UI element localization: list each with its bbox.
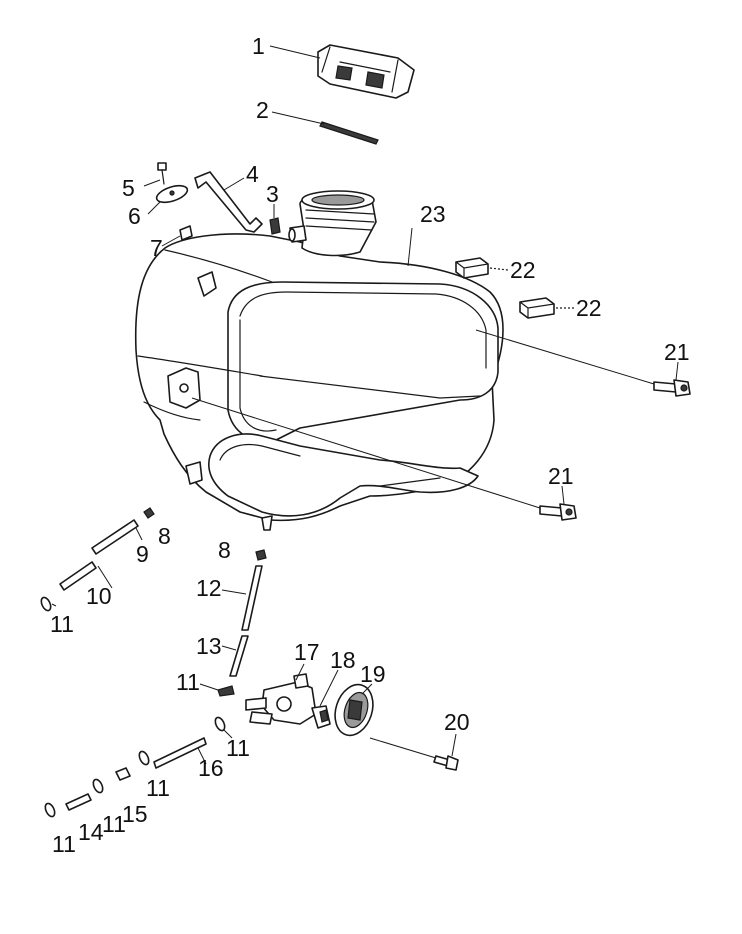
callout-6: 6 <box>128 203 141 229</box>
callout-15: 15 <box>122 801 148 827</box>
callout-11-a: 11 <box>50 611 74 637</box>
callout-19: 19 <box>360 661 386 687</box>
callout-7: 7 <box>150 235 163 261</box>
part-21-bolt-lower <box>539 503 577 521</box>
callout-1: 1 <box>252 33 265 59</box>
part-16-tube <box>153 737 207 769</box>
part-18-o-ring <box>311 705 331 729</box>
part-3-clip <box>269 217 281 235</box>
callout-13: 13 <box>196 633 222 659</box>
callout-18: 18 <box>330 647 356 673</box>
leader-lines <box>51 45 679 765</box>
callout-17: 17 <box>294 639 320 665</box>
part-4-breather-tube <box>194 171 263 233</box>
part-23-fuel-tank <box>134 190 504 531</box>
callout-3: 3 <box>266 181 279 207</box>
callout-11-b: 11 <box>176 669 200 695</box>
callout-8-center: 8 <box>218 537 231 563</box>
part-19-lever-knob <box>334 683 374 737</box>
callout-22-upper: 22 <box>510 257 536 283</box>
callout-21-upper: 21 <box>664 339 690 365</box>
callout-11-f: 11 <box>52 831 76 857</box>
part-1-cap-cover <box>317 44 415 99</box>
part-6-washer <box>155 184 189 204</box>
part-11-clip-f <box>44 802 56 818</box>
callout-11-c: 11 <box>226 735 250 761</box>
part-22-rubber-block-upper <box>455 257 489 279</box>
callout-22-lower: 22 <box>576 295 602 321</box>
part-2-rod <box>319 121 379 145</box>
part-5-bolt <box>157 162 167 185</box>
part-10-tube <box>59 561 97 591</box>
part-11-clip-d <box>138 750 150 766</box>
part-11-clip-c <box>214 716 226 732</box>
callout-5: 5 <box>122 175 135 201</box>
callout-21-lower: 21 <box>548 463 574 489</box>
callout-8-upper: 8 <box>158 523 171 549</box>
part-8-clamp-center <box>255 549 267 561</box>
callout-4: 4 <box>246 161 259 187</box>
part-12-tube <box>241 565 263 631</box>
part-21-bolt-upper <box>653 379 691 397</box>
part-8-clamp-upper <box>143 507 155 519</box>
part-7-bushing <box>179 225 193 241</box>
part-11-clip-e <box>92 778 104 794</box>
callout-10: 10 <box>86 583 112 609</box>
part-22-rubber-block-lower <box>519 297 555 319</box>
callout-9: 9 <box>136 541 149 567</box>
part-11-clip-a <box>40 596 52 612</box>
callout-labels: 1 2 3 4 5 6 7 8 8 9 10 11 11 11 11 11 11… <box>50 33 690 857</box>
part-15-connector <box>115 767 131 781</box>
callout-16: 16 <box>198 755 224 781</box>
part-13-tube <box>229 635 249 677</box>
part-9-tube <box>91 519 139 555</box>
callout-12: 12 <box>196 575 222 601</box>
callout-2: 2 <box>256 97 269 123</box>
callout-14: 14 <box>78 819 104 845</box>
callout-11-d: 11 <box>146 775 170 801</box>
part-14-tube <box>65 793 92 811</box>
callout-20: 20 <box>444 709 470 735</box>
part-17-fuel-valve <box>245 673 317 725</box>
part-20-screw <box>433 755 459 771</box>
callout-23: 23 <box>420 201 446 227</box>
callout-11-e: 11 <box>102 811 126 837</box>
part-11-clip-b <box>217 685 235 697</box>
